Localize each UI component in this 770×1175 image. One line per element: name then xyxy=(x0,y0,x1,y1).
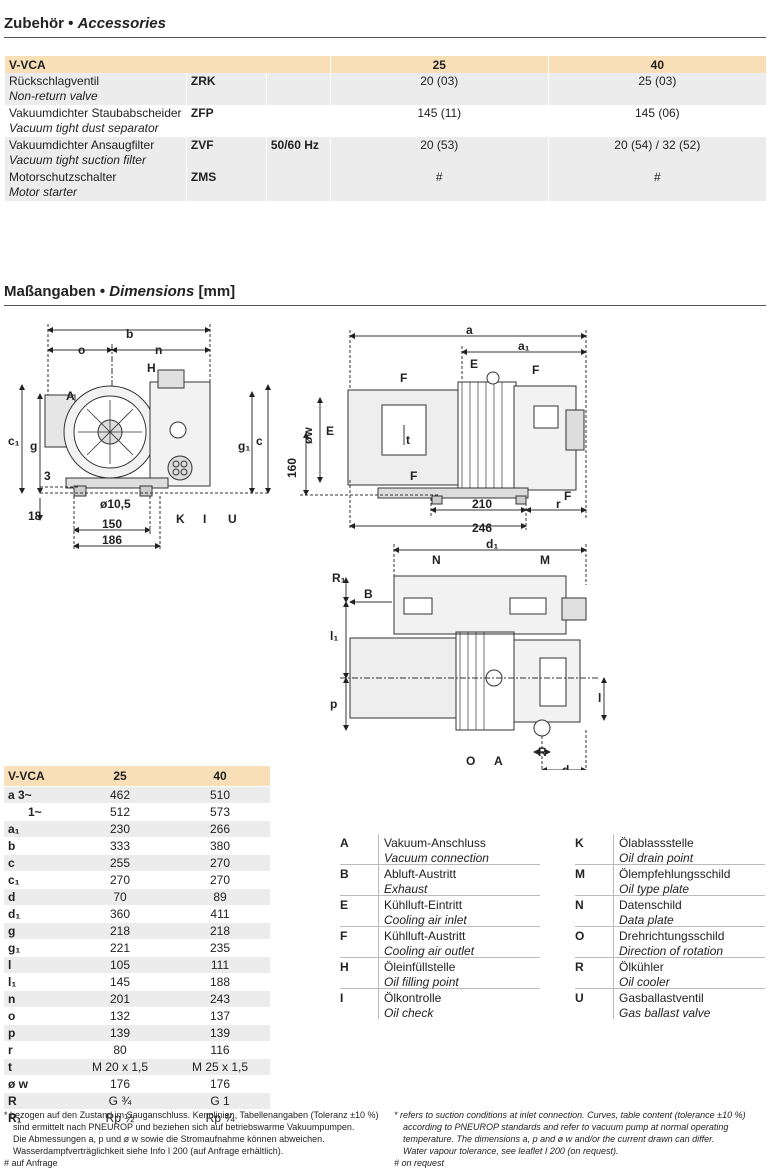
dim-150-label: 150 xyxy=(102,517,122,531)
label-H: H xyxy=(147,361,156,375)
dim-d-label: d xyxy=(562,763,569,770)
dim-p-label: p xyxy=(330,697,337,711)
accessories-header-model: V-VCA xyxy=(4,56,331,73)
footnote-de: * bezogen auf den Zustand im Sauganschlu… xyxy=(4,1110,379,1168)
dim-R-label: R xyxy=(538,745,547,759)
dim-n-label: n xyxy=(155,343,162,357)
label-K: K xyxy=(176,512,185,526)
dim-d1-label: d₁ xyxy=(486,537,498,551)
accessories-title: Zubehör • Accessories xyxy=(4,15,166,32)
top-view xyxy=(340,544,607,770)
accessories-header-40: 40 xyxy=(547,56,766,73)
label-E-top: E xyxy=(470,357,478,371)
dim-a1-label: a₁ xyxy=(518,339,530,353)
label-F-3: F xyxy=(410,469,417,483)
dim-header-40: 40 xyxy=(170,766,270,787)
dim-g-label: g xyxy=(30,439,37,453)
footnote-en: * refers to suction conditions at inlet … xyxy=(394,1110,746,1168)
label-B: B xyxy=(364,587,373,601)
dim-a-label: a xyxy=(466,323,473,337)
label-M: M xyxy=(540,553,550,567)
label-U: U xyxy=(228,512,237,526)
dim-186-label: 186 xyxy=(102,533,122,547)
label-A: A xyxy=(66,389,75,403)
dim-c-label: c xyxy=(256,434,263,448)
dim-3-label: 3 xyxy=(44,469,51,483)
side-view xyxy=(300,330,587,530)
label-F-2: F xyxy=(532,363,539,377)
dim-t-label: t xyxy=(406,433,410,447)
dim-R1-label: R₁ xyxy=(332,571,346,585)
front-view xyxy=(19,324,271,550)
dim-246-label: 246 xyxy=(472,521,492,535)
dim-160-label: 160 xyxy=(285,458,299,478)
dim-o-label: o xyxy=(78,343,85,357)
dim-l1-label: l₁ xyxy=(330,629,338,643)
hole-diameter-label: ø10,5 xyxy=(100,497,131,511)
dim-210-label: 210 xyxy=(472,497,492,511)
label-F-1: F xyxy=(400,371,407,385)
dim-w-label: øw xyxy=(301,427,315,444)
label-O: O xyxy=(466,754,475,768)
dim-b-label: b xyxy=(126,327,133,341)
dimension-drawing: b o n H A c₁ g g₁ c 3 18 ø10,5 K I U 150… xyxy=(8,323,607,770)
dim-header-model: V-VCA xyxy=(4,766,70,787)
label-F-4: F xyxy=(564,489,571,503)
divider xyxy=(4,37,766,38)
label-A-top: A xyxy=(494,754,503,768)
dim-header-25: 25 xyxy=(70,766,170,787)
label-I: I xyxy=(203,512,206,526)
dim-r-label: r xyxy=(556,497,561,511)
dim-g1-label: g₁ xyxy=(238,439,250,453)
label-E-side: E xyxy=(326,424,334,438)
dim-l-label: l xyxy=(598,691,601,705)
divider xyxy=(4,305,766,306)
dimensions-title: Maßangaben • Dimensions [mm] xyxy=(4,283,236,300)
dim-18-label: 18 xyxy=(28,509,42,523)
dim-c1-label: c₁ xyxy=(8,434,20,448)
accessories-header-25: 25 xyxy=(329,56,549,73)
label-N: N xyxy=(432,553,441,567)
